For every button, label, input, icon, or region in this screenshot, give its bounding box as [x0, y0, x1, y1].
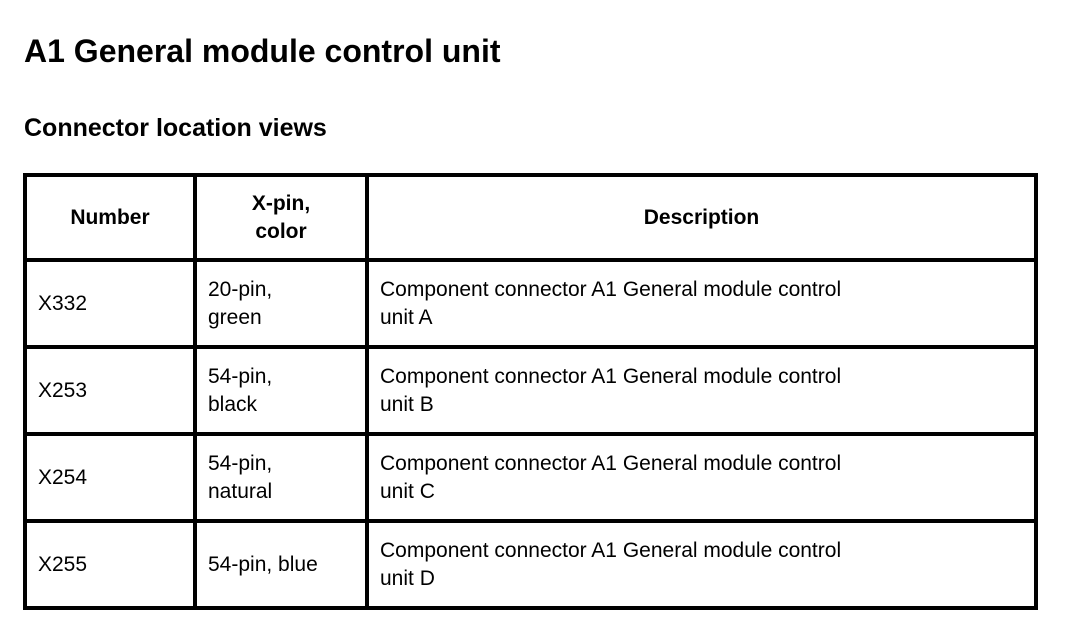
cell-pin-color: 20-pin, green — [193, 258, 369, 349]
cell-description: Component connector A1 General module co… — [365, 345, 1038, 436]
page-title: A1 General module control unit — [24, 33, 501, 70]
cell-description: Component connector A1 General module co… — [365, 432, 1038, 523]
table-row: X253 54-pin, black Component connector A… — [23, 345, 1038, 436]
cell-description: Component connector A1 General module co… — [365, 519, 1038, 610]
connector-table: Number X-pin, color Description X332 20-… — [23, 173, 1038, 610]
cell-description: Component connector A1 General module co… — [365, 258, 1038, 349]
table-row: X255 54-pin, blue Component connector A1… — [23, 519, 1038, 610]
table-row: X332 20-pin, green Component connector A… — [23, 258, 1038, 349]
cell-number: X254 — [23, 432, 197, 523]
header-row: Number X-pin, color Description — [23, 173, 1038, 262]
section-subtitle: Connector location views — [24, 113, 327, 142]
cell-pin-color: 54-pin, blue — [193, 519, 369, 610]
cell-pin-color: 54-pin, natural — [193, 432, 369, 523]
header-pin-color: X-pin, color — [193, 173, 369, 262]
header-number: Number — [23, 173, 197, 262]
connector-table-header: Number X-pin, color Description — [23, 173, 1038, 262]
cell-number: X253 — [23, 345, 197, 436]
cell-pin-color: 54-pin, black — [193, 345, 369, 436]
connector-table-body: X332 20-pin, green Component connector A… — [23, 258, 1038, 610]
header-description: Description — [365, 173, 1038, 262]
cell-number: X255 — [23, 519, 197, 610]
table-row: X254 54-pin, natural Component connector… — [23, 432, 1038, 523]
cell-number: X332 — [23, 258, 197, 349]
